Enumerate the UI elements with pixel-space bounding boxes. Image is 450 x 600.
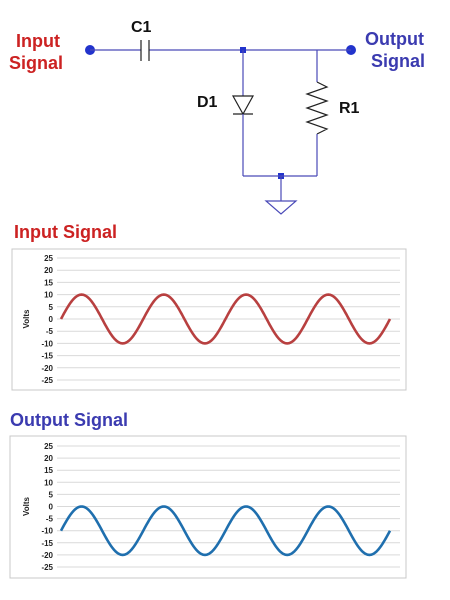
ground-icon <box>264 200 298 215</box>
output-signal-chart: 25 20 15 10 5 0 -5 -10 -15 -20 -25 Volts <box>9 435 407 579</box>
resistor-label: R1 <box>339 100 360 117</box>
output-signal-label-line1: Output <box>365 29 424 49</box>
y-tick-label: 0 <box>49 315 54 324</box>
input-signal-label-line2: Signal <box>9 53 63 73</box>
y-tick-label: 5 <box>49 490 54 499</box>
y-tick-label: 15 <box>44 466 53 475</box>
y-tick-label: 10 <box>44 291 53 300</box>
y-tick-label: -25 <box>41 563 53 572</box>
y-tick-label: 0 <box>49 503 54 512</box>
input-signal-chart: 25 20 15 10 5 0 -5 -10 -15 -20 -25 Volts <box>11 248 407 391</box>
y-tick-label: 25 <box>44 442 53 451</box>
series-line <box>59 505 392 557</box>
circuit-schematic: Input Signal Output Signal C1 D1 R1 <box>9 19 425 215</box>
input-signal-label-line1: Input <box>16 31 60 51</box>
diode-label: D1 <box>197 94 218 111</box>
resistor-r1 <box>305 81 329 135</box>
y-tick-label: -20 <box>41 364 53 373</box>
y-tick-label: -10 <box>41 527 53 536</box>
output-signal-label-line2: Signal <box>371 51 425 71</box>
y-tick-label: -5 <box>46 515 54 524</box>
y-tick-label: 20 <box>44 454 53 463</box>
y-tick-label: 5 <box>49 303 54 312</box>
y-tick-label: -15 <box>41 539 53 548</box>
y-axis-label: Volts <box>22 496 31 516</box>
y-tick-label: -20 <box>41 551 53 560</box>
y-tick-label: 25 <box>44 254 53 263</box>
series-line <box>59 293 392 345</box>
input-chart-title: Input Signal <box>14 222 117 242</box>
y-tick-label: -25 <box>41 376 53 385</box>
diode-d1 <box>231 95 255 116</box>
y-tick-label: -15 <box>41 352 53 361</box>
output-chart-title: Output Signal <box>10 410 128 430</box>
y-tick-label: -10 <box>41 339 53 348</box>
y-tick-label: 10 <box>44 478 53 487</box>
y-tick-label: 15 <box>44 278 53 287</box>
y-tick-label: 20 <box>44 266 53 275</box>
capacitor-c1 <box>140 40 150 61</box>
capacitor-label: C1 <box>131 19 152 36</box>
y-axis-label: Volts <box>22 309 31 329</box>
y-tick-label: -5 <box>46 327 54 336</box>
